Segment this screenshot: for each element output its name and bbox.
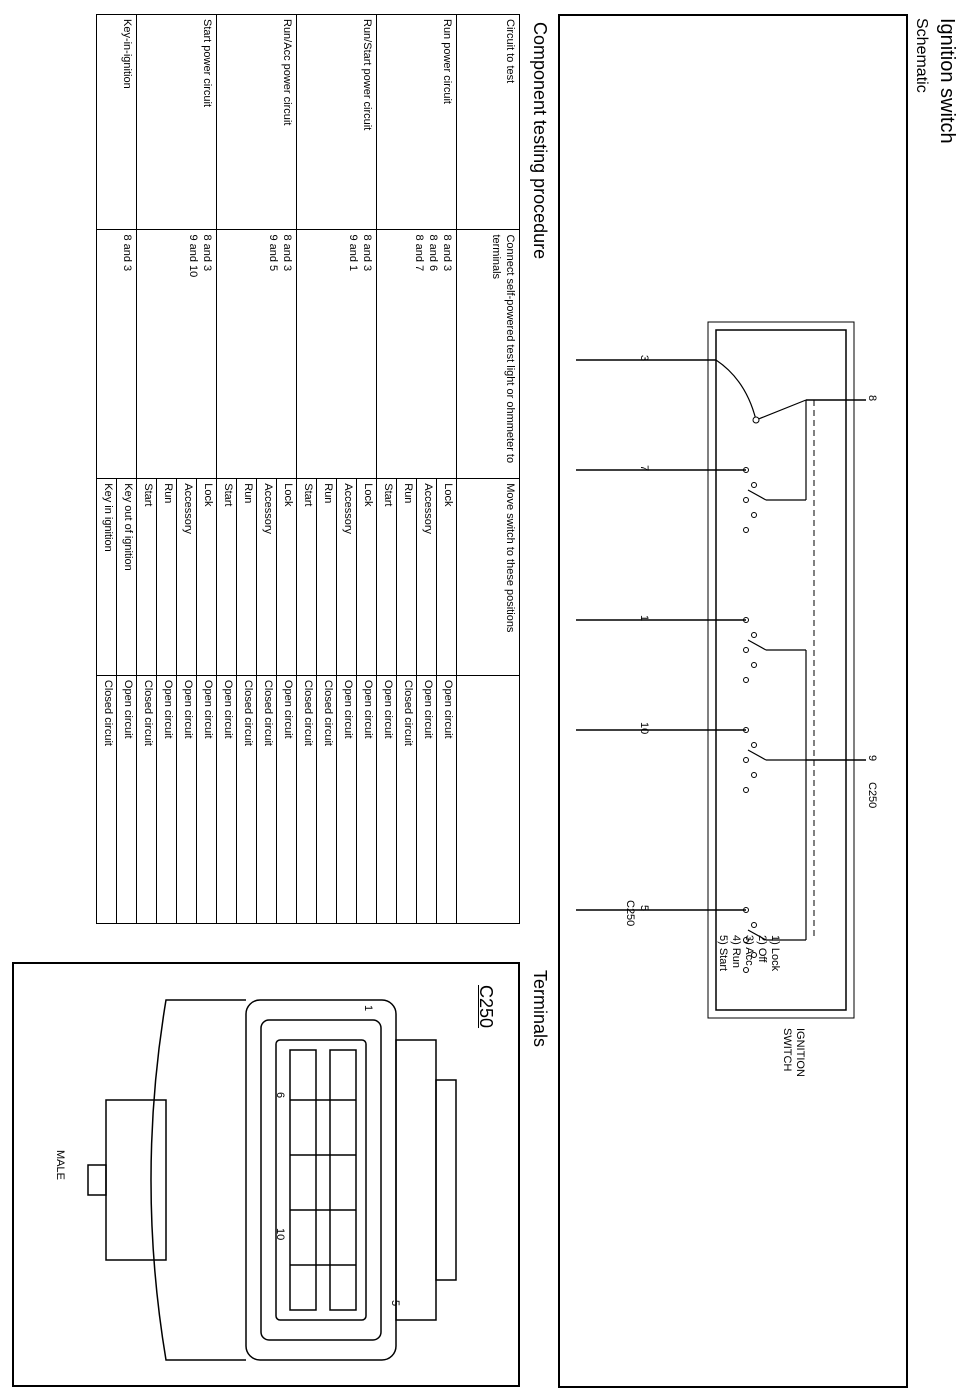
connector-name: C250 [476, 985, 496, 1029]
position-cell: Run [316, 478, 337, 676]
position-cell: Run [396, 478, 417, 676]
result-cell: Open circuit [416, 675, 437, 924]
position-cell: Accessory [256, 478, 277, 676]
terminal-pair: 8 and 3 [281, 234, 293, 272]
result-cell: Open circuit [156, 675, 177, 924]
terminal-10-label: 10 [638, 722, 650, 735]
connector-c250-bottom-label: C250 [624, 900, 636, 927]
pin-1-label: 1 [362, 1005, 374, 1012]
table-header-cell: Connect self-powered test light or ohmme… [456, 229, 520, 479]
terminal-pair: 8 and 3 [361, 234, 373, 272]
pin-6-label: 6 [274, 1092, 286, 1099]
position-legend: 1) Lock 2) Off 3) Acc 4) Run 5) Start [716, 935, 781, 971]
table-header-cell: Circuit to test [456, 14, 520, 230]
schematic-diagram [576, 321, 866, 1019]
result-cell: Open circuit [196, 675, 217, 924]
position-cell: Lock [356, 478, 377, 676]
pin-5-label: 5 [389, 1300, 401, 1307]
result-cell: Open circuit [276, 675, 297, 924]
circuit-cell: Run/Acc power circuit [216, 14, 297, 230]
schematic-heading: Schematic [913, 18, 930, 93]
result-cell: Open circuit [176, 675, 197, 924]
circuit-cell: Run/Start power circuit [296, 14, 377, 230]
terminal-8-label: 8 [866, 395, 878, 402]
connector-c250-top-label: C250 [866, 782, 878, 809]
terminal-pair: 9 and 5 [267, 234, 279, 272]
terminals-cell: 8 and 3 [96, 229, 137, 479]
terminals-heading: Terminals [530, 970, 550, 1048]
position-cell: Key in ignition [96, 478, 117, 676]
result-cell: Open circuit [356, 675, 377, 924]
position-cell: Lock [436, 478, 457, 676]
terminal-3-label: 3 [638, 355, 650, 362]
position-cell: Start [216, 478, 237, 676]
result-cell: Open circuit [216, 675, 237, 924]
terminal-pair: 8 and 3 [441, 234, 453, 272]
table-row: Key-in-ignition 8 and 3 Key out of ignitio… [96, 14, 137, 924]
page-title: Ignition switch [936, 18, 958, 144]
ignition-switch-label: IGNITION SWITCH [780, 1028, 806, 1077]
result-cell: Open circuit [336, 675, 357, 924]
position-cell: Accessory [336, 478, 357, 676]
result-cell: Closed circuit [296, 675, 317, 924]
table-header-cell: Move switch to these positions [456, 478, 520, 676]
position-cell: Start [296, 478, 317, 676]
position-cell: Lock [276, 478, 297, 676]
legend-start: 5) Start [717, 935, 729, 972]
terminal-7-label: 7 [638, 465, 650, 472]
circuit-cell: Start power circuit [136, 14, 217, 230]
terminal-9-label: 9 [866, 755, 878, 762]
result-cell: Closed circuit [396, 675, 417, 924]
position-cell: Accessory [416, 478, 437, 676]
result-cell: Open circuit [436, 675, 457, 924]
legend-run: 4) Run [730, 935, 742, 969]
terminal-pair: 9 and 10 [187, 234, 199, 278]
terminal-pair: 9 and 1 [347, 234, 359, 272]
result-cell: Closed circuit [316, 675, 337, 924]
terminal-pair: 8 and 3 [201, 234, 213, 272]
terminal-1-label: 1 [638, 615, 650, 622]
position-cell: Accessory [176, 478, 197, 676]
table-header-cell [456, 675, 520, 924]
circuit-cell: Key-in-ignition [96, 14, 137, 230]
connector-drawing [87, 999, 457, 1361]
connector-gender-label: MALE [54, 1150, 66, 1180]
position-cell: Run [236, 478, 257, 676]
circuit-cell: Run power circuit [376, 14, 457, 230]
terminal-5-label: 5 [638, 905, 650, 912]
legend-lock: 1) Lock [769, 935, 781, 972]
position-cell: Lock [196, 478, 217, 676]
position-cell: Start [136, 478, 157, 676]
ignition-switch-label-line2: SWITCH [781, 1028, 793, 1072]
result-cell: Closed circuit [256, 675, 277, 924]
result-cell: Closed circuit [136, 675, 157, 924]
result-cell: Open circuit [376, 675, 397, 924]
terminal-pair: 8 and 7 [413, 234, 425, 272]
position-cell: Start [376, 478, 397, 676]
terminal-pair: 8 and 3 [121, 234, 133, 272]
legend-off: 2) Off [756, 935, 768, 963]
legend-acc: 3) Acc [743, 935, 755, 966]
result-cell: Closed circuit [236, 675, 257, 924]
pin-10-label: 10 [274, 1228, 286, 1241]
result-cell: Closed circuit [96, 675, 117, 924]
position-cell: Key out of ignition [116, 478, 137, 676]
result-cell: Open circuit [116, 675, 137, 924]
ignition-switch-label-line1: IGNITION [794, 1028, 806, 1077]
terminal-pair: 8 and 6 [427, 234, 439, 272]
position-cell: Run [156, 478, 177, 676]
component-testing-heading: Component testing procedure [530, 22, 550, 260]
